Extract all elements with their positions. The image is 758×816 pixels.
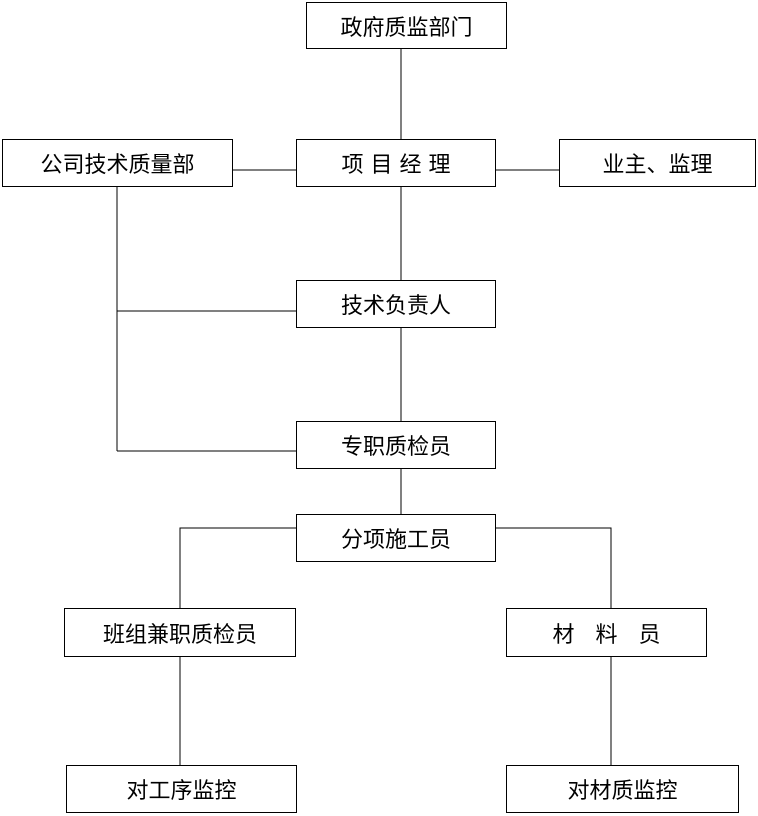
node-sub-construction: 分项施工员 <box>296 514 496 562</box>
connector-construction-team <box>179 527 296 608</box>
node-project-manager: 项 目 经 理 <box>296 139 496 187</box>
node-quality-inspector: 专职质检员 <box>296 421 496 469</box>
node-material-control: 对材质监控 <box>506 765 739 813</box>
node-team-inspector: 班组兼职质检员 <box>64 608 296 657</box>
node-company-quality-dept: 公司技术质量部 <box>2 139 233 187</box>
node-process-control: 对工序监控 <box>66 765 297 813</box>
node-material-officer: 材 料 员 <box>506 608 707 657</box>
connector-construction-material <box>496 527 612 608</box>
node-gov-quality-dept: 政府质监部门 <box>306 2 507 49</box>
node-tech-lead: 技术负责人 <box>296 280 496 328</box>
node-owner-supervisor: 业主、监理 <box>559 139 756 187</box>
